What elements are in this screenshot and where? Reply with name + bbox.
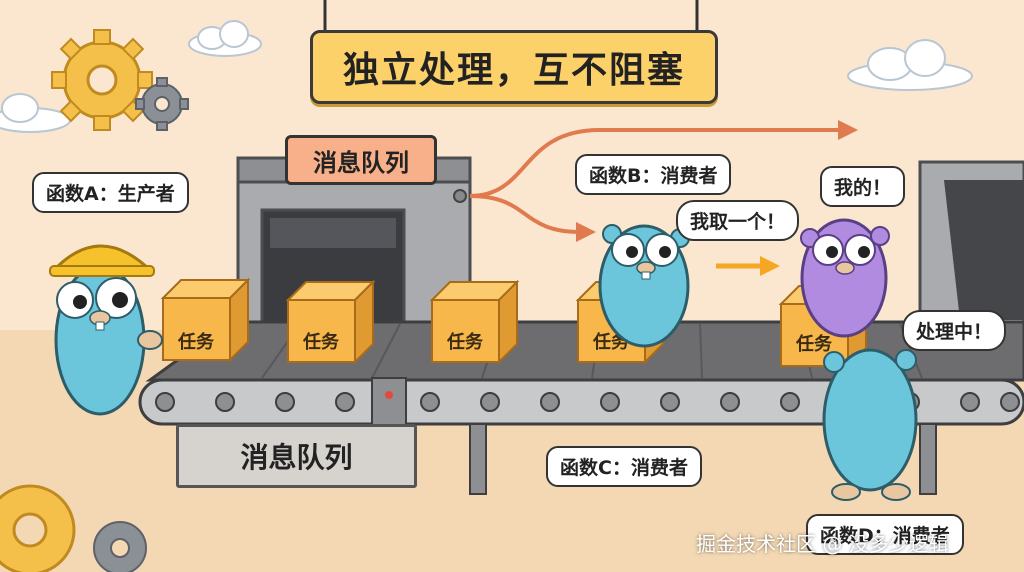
arrow-head-icon bbox=[576, 222, 596, 242]
queue-base-label: 消息队列 bbox=[176, 424, 417, 488]
gear-icon bbox=[0, 484, 76, 572]
producer-label: 函数A：生产者 bbox=[32, 172, 189, 213]
task-label: 任务 bbox=[795, 333, 833, 355]
page-title: 独立处理，互不阻塞 bbox=[310, 30, 718, 104]
task-box: 任务 bbox=[429, 279, 520, 365]
task-label: 任务 bbox=[302, 331, 340, 353]
consumer-b-speech: 我取一个！ bbox=[676, 200, 800, 241]
consumer-purple-gopher bbox=[800, 218, 890, 338]
task-box: 任务 bbox=[285, 279, 376, 365]
flow-arrow bbox=[469, 128, 840, 198]
gear-icon bbox=[51, 29, 153, 131]
consumer-d-label: 函数D：消费者 bbox=[806, 514, 964, 555]
purple-gopher-speech: 我的！ bbox=[820, 166, 906, 207]
queue-sign: 消息队列 bbox=[285, 135, 437, 185]
arrow-head-icon bbox=[760, 256, 780, 276]
task-label: 任务 bbox=[177, 331, 215, 353]
consumer-b-label: 函数B：消费者 bbox=[575, 154, 732, 195]
cloud-icon bbox=[0, 93, 71, 133]
task-label: 任务 bbox=[446, 331, 484, 353]
cloud-icon bbox=[188, 20, 262, 57]
producer-gopher bbox=[49, 244, 163, 416]
flow-arrow bbox=[469, 194, 581, 234]
consumer-b-gopher bbox=[598, 224, 690, 348]
cloud-icon bbox=[847, 39, 973, 91]
arrow-head-icon bbox=[838, 120, 858, 140]
consumer-c-label: 函数C：消费者 bbox=[546, 446, 702, 487]
consumer-d-gopher bbox=[822, 348, 918, 501]
gear-icon bbox=[135, 77, 189, 131]
consumer-d-speech: 处理中！ bbox=[902, 310, 1007, 351]
gear-icon bbox=[93, 521, 147, 572]
output-machine bbox=[918, 160, 1024, 342]
task-box: 任务 bbox=[160, 277, 251, 363]
watermark: 掘金技术社区 @ 没多少逻辑 bbox=[696, 532, 949, 556]
